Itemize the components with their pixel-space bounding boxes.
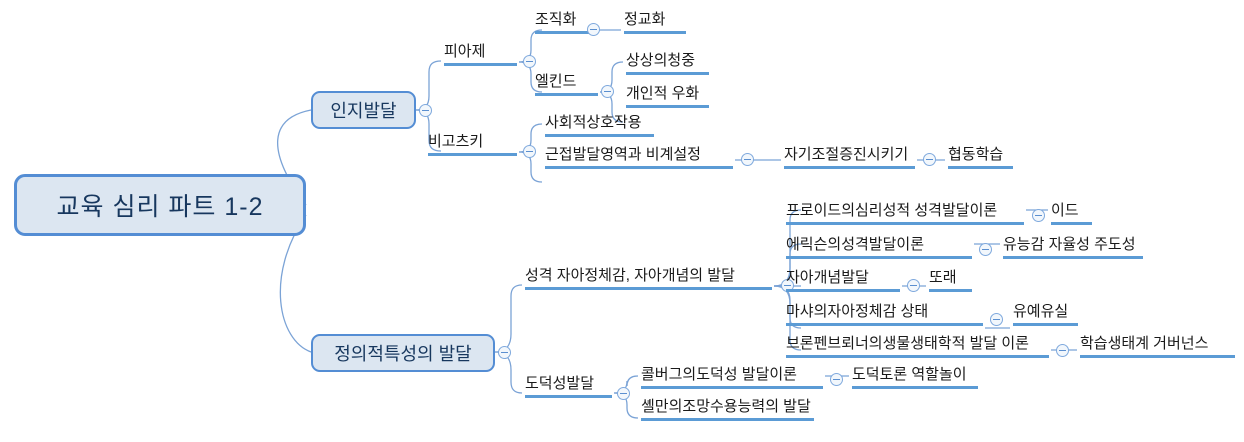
collapse-toggle-organization[interactable] bbox=[587, 23, 600, 36]
topic-label-organization: 조직화 bbox=[535, 11, 577, 28]
branch-node-cognitive[interactable]: 인지발달 bbox=[311, 91, 416, 129]
topic-marcia[interactable]: 마샤의자아정체감 상태 bbox=[783, 303, 985, 328]
collapse-toggle-kohlberg[interactable] bbox=[830, 373, 843, 386]
topic-bar bbox=[626, 72, 709, 75]
topic-bar bbox=[525, 287, 772, 290]
collapse-toggle-zpd[interactable] bbox=[741, 153, 754, 166]
collapse-toggle-self-concept[interactable] bbox=[907, 279, 920, 292]
topic-label-social-interaction: 사회적상호작용 bbox=[545, 114, 642, 131]
topic-label-zpd-scaffolding: 근접발달영역과 비계설정 bbox=[545, 146, 701, 163]
topic-self-regulation[interactable]: 자기조절증진시키기 bbox=[781, 146, 917, 171]
topic-cooperative-learning[interactable]: 협동학습 bbox=[945, 146, 1015, 171]
topic-self-concept[interactable]: 자아개념발달 bbox=[783, 269, 902, 294]
topic-peers[interactable]: 또래 bbox=[926, 269, 974, 294]
topic-label-erikson-stages: 유능감 자율성 주도성 bbox=[1003, 236, 1136, 253]
topic-bar bbox=[786, 323, 983, 326]
topic-bar bbox=[1080, 355, 1235, 358]
topic-bar bbox=[641, 418, 814, 421]
topic-bar bbox=[948, 166, 1013, 169]
topic-label-moratorium-foreclosure: 유예유실 bbox=[1013, 303, 1069, 320]
topic-label-freud: 프로이드의심리성적 성격발달이론 bbox=[786, 202, 998, 219]
topic-label-self-concept: 자아개념발달 bbox=[786, 269, 869, 286]
topic-erikson-stages[interactable]: 유능감 자율성 주도성 bbox=[1000, 236, 1145, 261]
topic-selman[interactable]: 셸만의조망수용능력의 발달 bbox=[638, 398, 816, 423]
topic-label-piaget: 피아제 bbox=[444, 43, 486, 60]
topic-moral-discussion[interactable]: 도덕토론 역할놀이 bbox=[849, 366, 980, 391]
topic-bar bbox=[545, 134, 654, 137]
topic-label-personal-fable: 개인적 우화 bbox=[626, 85, 700, 102]
topic-label-learning-ecosystem: 학습생태계 거버넌스 bbox=[1080, 335, 1209, 352]
topic-bar bbox=[786, 222, 1024, 225]
topic-personality-identity[interactable]: 성격 자아정체감, 자아개념의 발달 bbox=[522, 267, 774, 292]
topic-imaginary-audience[interactable]: 상상의청중 bbox=[623, 52, 711, 77]
topic-label-elaboration: 정교화 bbox=[624, 11, 666, 28]
topic-bar bbox=[545, 166, 733, 169]
topic-label-elkind: 엘킨드 bbox=[535, 73, 577, 90]
topic-label-cooperative-learning: 협동학습 bbox=[948, 146, 1004, 163]
topic-bar bbox=[626, 105, 709, 108]
topic-erikson[interactable]: 에릭슨의성격발달이론 bbox=[783, 236, 974, 261]
topic-label-selman: 셸만의조망수용능력의 발달 bbox=[641, 398, 811, 415]
topic-bar bbox=[786, 289, 900, 292]
topic-bronfenbrenner[interactable]: 브론펜브뢰너의생물생태학적 발달 이론 bbox=[783, 335, 1051, 360]
topic-label-kohlberg: 콜버그의도덕성 발달이론 bbox=[641, 366, 797, 383]
topic-bar bbox=[784, 166, 915, 169]
topic-vygotsky[interactable]: 비고츠키 bbox=[425, 133, 519, 158]
topic-label-moral-discussion: 도덕토론 역할놀이 bbox=[852, 366, 967, 383]
topic-organization[interactable]: 조직화 bbox=[532, 11, 599, 36]
topic-label-id: 이드 bbox=[1051, 202, 1079, 219]
topic-bar bbox=[929, 289, 972, 292]
collapse-toggle-piaget[interactable] bbox=[523, 55, 536, 68]
topic-label-imaginary-audience: 상상의청중 bbox=[626, 52, 696, 69]
topic-learning-ecosystem[interactable]: 학습생태계 거버넌스 bbox=[1077, 335, 1237, 360]
branch-node-affective[interactable]: 정의적특성의 발달 bbox=[311, 334, 495, 372]
topic-moral[interactable]: 도덕성발달 bbox=[522, 375, 614, 400]
topic-elkind[interactable]: 엘킨드 bbox=[532, 73, 600, 98]
topic-bar bbox=[535, 31, 597, 34]
topic-label-erikson: 에릭슨의성격발달이론 bbox=[786, 236, 925, 253]
topic-bar bbox=[852, 386, 978, 389]
topic-social-interaction[interactable]: 사회적상호작용 bbox=[542, 114, 656, 139]
topic-moratorium-foreclosure[interactable]: 유예유실 bbox=[1010, 303, 1080, 328]
topic-label-peers: 또래 bbox=[929, 269, 957, 286]
topic-label-self-regulation: 자기조절증진시키기 bbox=[784, 146, 909, 163]
topic-bar bbox=[444, 63, 517, 66]
topic-kohlberg[interactable]: 콜버그의도덕성 발달이론 bbox=[638, 366, 825, 391]
topic-bar bbox=[786, 256, 972, 259]
topic-piaget[interactable]: 피아제 bbox=[441, 43, 519, 68]
topic-label-personality-identity: 성격 자아정체감, 자아개념의 발달 bbox=[525, 267, 735, 284]
branch-label-cognitive: 인지발달 bbox=[330, 101, 397, 121]
collapse-toggle-freud[interactable] bbox=[1032, 209, 1045, 222]
collapse-toggle-self-regulation[interactable] bbox=[923, 153, 936, 166]
root-node[interactable]: 교육 심리 파트 1-2 bbox=[14, 174, 306, 236]
topic-personal-fable[interactable]: 개인적 우화 bbox=[623, 85, 711, 110]
topic-freud[interactable]: 프로이드의심리성적 성격발달이론 bbox=[783, 202, 1026, 227]
topic-bar bbox=[786, 355, 1049, 358]
topic-label-moral: 도덕성발달 bbox=[525, 375, 595, 392]
topic-label-vygotsky: 비고츠키 bbox=[428, 133, 484, 150]
collapse-toggle-cognitive[interactable] bbox=[419, 104, 432, 117]
root-label: 교육 심리 파트 1-2 bbox=[56, 193, 264, 221]
topic-zpd-scaffolding[interactable]: 근접발달영역과 비계설정 bbox=[542, 146, 735, 171]
collapse-toggle-moral[interactable] bbox=[617, 387, 630, 400]
topic-bar bbox=[428, 153, 517, 156]
collapse-toggle-elkind[interactable] bbox=[601, 85, 614, 98]
topic-label-marcia: 마샤의자아정체감 상태 bbox=[786, 303, 929, 320]
topic-elaboration[interactable]: 정교화 bbox=[621, 11, 688, 36]
collapse-toggle-marcia[interactable] bbox=[990, 313, 1003, 326]
topic-bar bbox=[641, 386, 823, 389]
topic-label-bronfenbrenner: 브론펜브뢰너의생물생태학적 발달 이론 bbox=[786, 335, 1029, 352]
topic-bar bbox=[525, 395, 612, 398]
collapse-toggle-affective[interactable] bbox=[498, 346, 511, 359]
branch-label-affective: 정의적특성의 발달 bbox=[334, 344, 472, 364]
collapse-toggle-vygotsky[interactable] bbox=[523, 145, 536, 158]
topic-bar bbox=[1013, 323, 1078, 326]
topic-bar bbox=[624, 31, 686, 34]
collapse-toggle-bronfenbrenner[interactable] bbox=[1056, 344, 1069, 357]
topic-id[interactable]: 이드 bbox=[1048, 202, 1094, 227]
topic-bar bbox=[535, 93, 598, 96]
collapse-toggle-erikson[interactable] bbox=[979, 243, 992, 256]
topic-bar bbox=[1051, 222, 1092, 225]
topic-bar bbox=[1003, 256, 1143, 259]
